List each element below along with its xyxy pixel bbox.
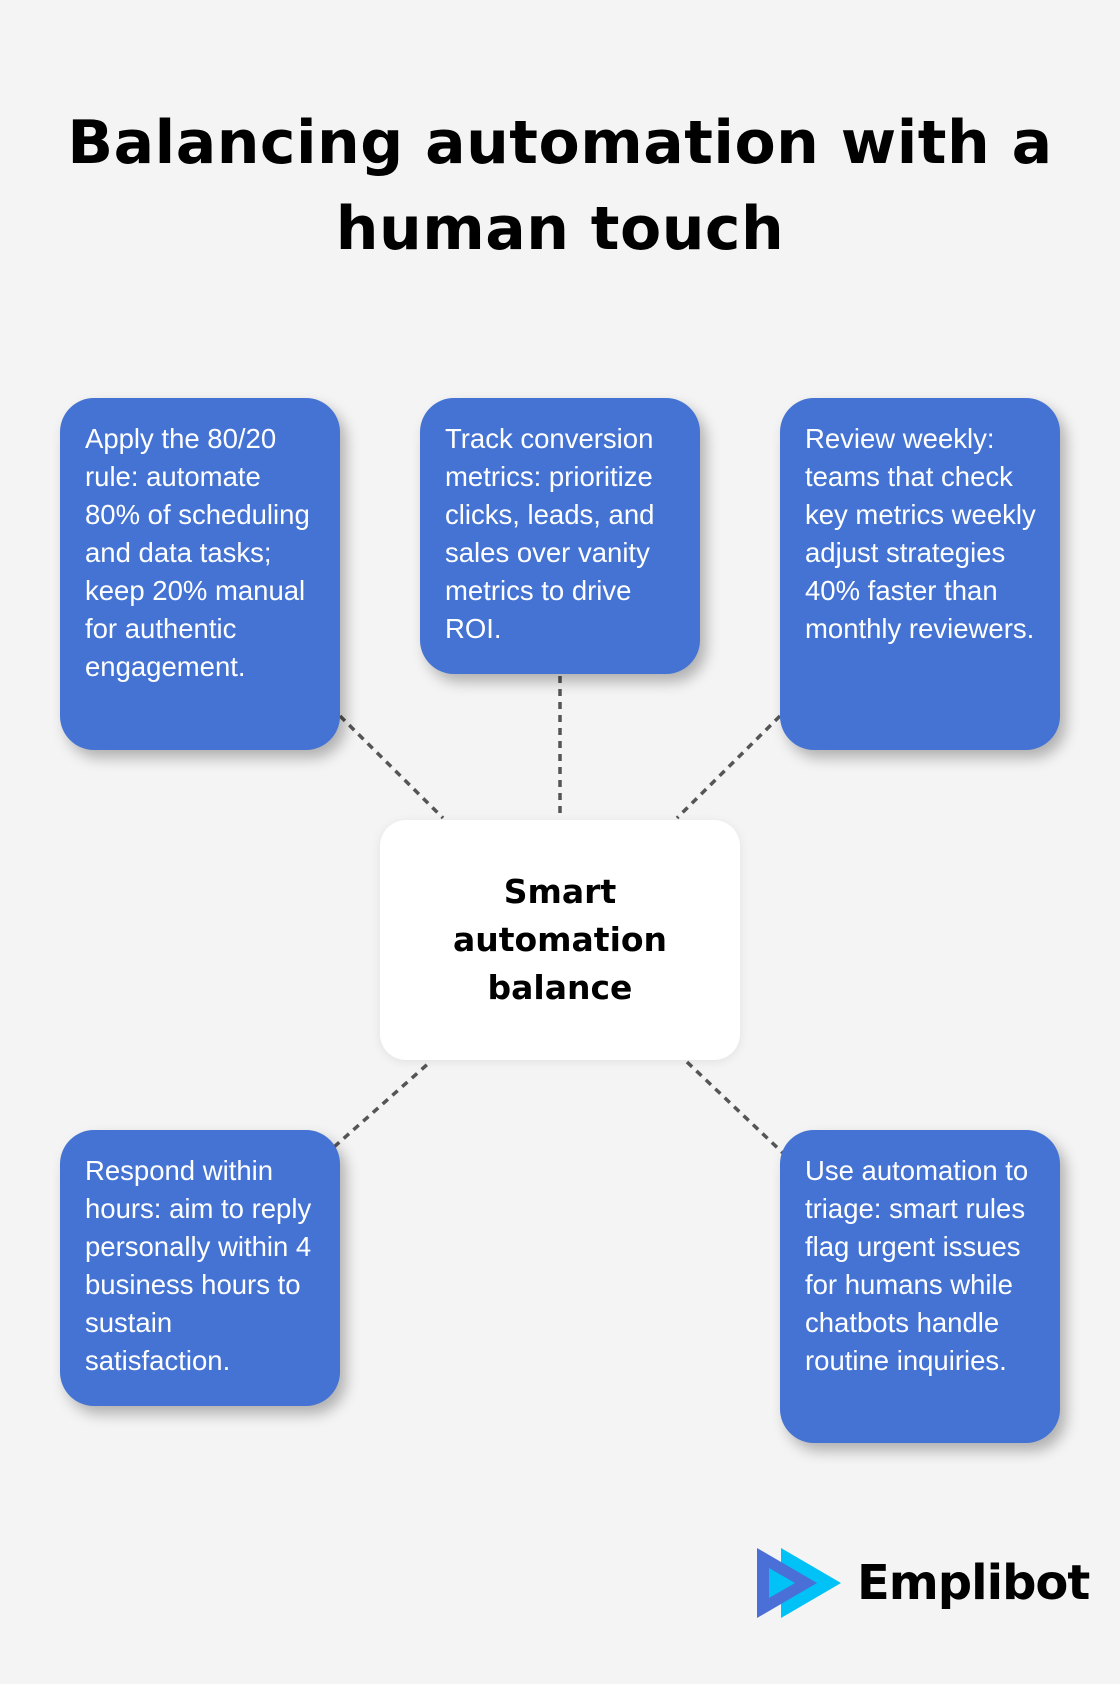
brand-logo: Emplibot (757, 1548, 1090, 1618)
node-2: Track conversion metrics: prioritize cli… (420, 398, 700, 674)
brand-name: Emplibot (857, 1555, 1090, 1611)
connector-1 (338, 714, 445, 820)
node-text: Respond within hours: aim to reply perso… (85, 1155, 312, 1376)
connector-3 (675, 714, 782, 820)
connector-4 (332, 1060, 432, 1149)
center-text: Smart automation balance (452, 872, 668, 1007)
play-triangles-icon (757, 1548, 841, 1618)
node-text: Apply the 80/20 rule: automate 80% of sc… (85, 423, 310, 682)
node-1: Apply the 80/20 rule: automate 80% of sc… (60, 398, 340, 750)
node-text: Use automation to triage: smart rules fl… (805, 1155, 1029, 1376)
node-5: Use automation to triage: smart rules fl… (780, 1130, 1060, 1443)
node-3: Review weekly: teams that check key metr… (780, 398, 1060, 750)
center-node: Smart automation balance (380, 820, 740, 1060)
node-text: Review weekly: teams that check key metr… (805, 423, 1036, 644)
node-text: Track conversion metrics: prioritize cli… (445, 423, 655, 644)
page-title: Balancing automation with a human touch (67, 108, 1053, 264)
node-4: Respond within hours: aim to reply perso… (60, 1130, 340, 1406)
connector-5 (685, 1060, 786, 1156)
